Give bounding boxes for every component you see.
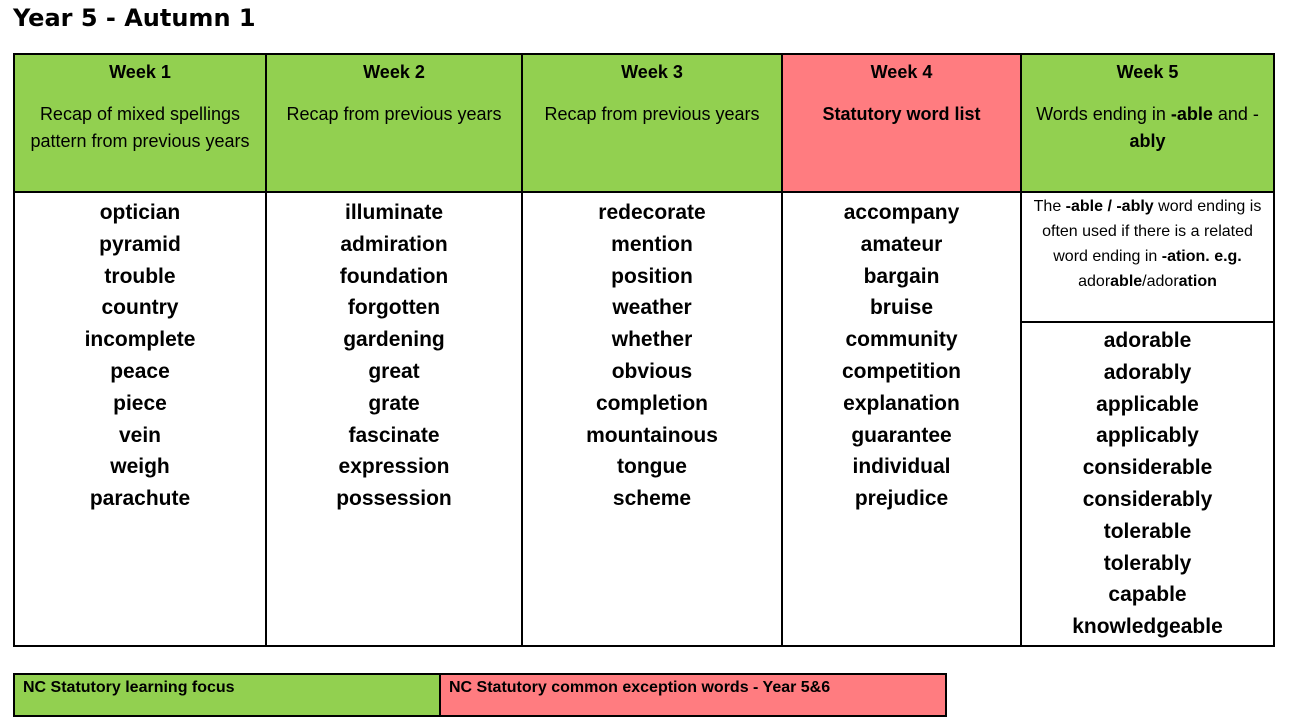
spelling-plan-table: Week 1 Recap of mixed spellings pattern … [13, 53, 1275, 647]
spelling-word: prejudice [854, 487, 949, 511]
spelling-word: redecorate [598, 201, 706, 224]
week-topic: Recap from previous years [286, 104, 502, 124]
week-2-words: illuminate admiration foundation forgotten g… [265, 191, 523, 647]
week-4-header: Week 4 Statutory word list [781, 53, 1022, 193]
week-1-words: optician pyramid trouble country incomplete p… [13, 191, 267, 647]
week-4-words: accompany amateur bargain bruise community co… [781, 191, 1022, 647]
spelling-word: applicably [1096, 424, 1199, 448]
spelling-word: great [368, 359, 420, 383]
spelling-word: foundation [339, 264, 449, 288]
rule-bold: -able / -ably [1065, 198, 1154, 215]
spelling-word: obvious [611, 359, 693, 383]
topic-suffix: ably [1129, 131, 1166, 151]
topic-text: and - [1212, 104, 1259, 124]
spelling-word: tolerable [1103, 519, 1192, 543]
colour-legend: NC Statutory learning focus NC Statutory… [13, 673, 947, 717]
rule-text: word ending is often used if there is a … [1042, 198, 1262, 265]
spelling-word: considerably [1082, 487, 1213, 511]
spelling-word: peace [110, 359, 170, 383]
spelling-word: competition [842, 359, 961, 383]
spelling-word: trouble [104, 264, 176, 288]
week-label: Week 5 [1116, 62, 1179, 82]
spelling-word: applicable [1096, 392, 1199, 416]
spelling-word: guarantee [851, 423, 952, 447]
week-2-header: Week 2 Recap from previous years [265, 53, 523, 193]
week-topic: Recap of mixed spellings pattern from pr… [30, 104, 250, 151]
spelling-word: position [611, 264, 693, 288]
week-label: Week 1 [109, 62, 171, 82]
spelling-word: scheme [612, 487, 692, 511]
week-topic-bold: Statutory word list [822, 104, 981, 124]
spelling-word: bruise [869, 296, 934, 320]
spelling-word: mention [611, 232, 693, 256]
spelling-word: explanation [843, 391, 960, 415]
rule-bold: ation [1178, 273, 1217, 290]
spelling-word: whether [611, 328, 693, 352]
week-3-header: Week 3 Recap from previous years [521, 53, 783, 193]
spelling-word: capable [1108, 583, 1187, 607]
rule-bold: -ation. e.g. [1161, 248, 1242, 265]
week-label: Week 4 [870, 62, 933, 82]
week-5-words: The -able / -ably word ending is often u… [1020, 191, 1275, 647]
week-label: Week 2 [363, 62, 425, 82]
spelling-word: tolerably [1103, 551, 1192, 575]
rule-bold: able [1110, 273, 1143, 290]
week-label: Week 3 [621, 62, 683, 82]
spelling-word: expression [338, 455, 450, 479]
word-list: optician pyramid trouble country incomplete p… [15, 193, 265, 515]
spelling-word: individual [852, 455, 951, 479]
spelling-word: gardening [343, 328, 445, 352]
topic-text: Words ending in [1036, 104, 1171, 124]
spelling-word: fascinate [348, 423, 440, 447]
word-list: redecorate mention position weather whether o… [523, 193, 781, 515]
spelling-word: weigh [110, 455, 170, 479]
spelling-word: grate [368, 391, 420, 415]
word-list: accompany amateur bargain bruise community co… [783, 193, 1020, 515]
spelling-word: community [845, 328, 958, 352]
spelling-word: weather [612, 296, 692, 320]
legend-learning-focus: NC Statutory learning focus [15, 675, 441, 715]
spelling-word: mountainous [586, 423, 718, 447]
spelling-word: incomplete [84, 328, 196, 352]
spelling-word: considerable [1082, 456, 1213, 480]
spelling-rule-note: The -able / -ably word ending is often u… [1022, 193, 1273, 323]
word-list: adorable adorably applicable applicably cons… [1022, 323, 1273, 643]
week-5-header: Week 5 Words ending in -able and - ably [1020, 53, 1275, 193]
spelling-word: bargain [863, 264, 940, 288]
legend-exception-words: NC Statutory common exception words - Ye… [441, 675, 945, 715]
spelling-word: completion [595, 391, 708, 415]
spelling-word: amateur [860, 232, 943, 256]
spelling-word: accompany [843, 201, 960, 224]
week-3-words: redecorate mention position weather whether o… [521, 191, 783, 647]
spelling-word: adorable [1103, 329, 1192, 352]
spelling-word: forgotten [347, 296, 441, 320]
page-title: Year 5 - Autumn 1 [13, 4, 256, 32]
topic-suffix: -able [1170, 104, 1213, 124]
spelling-word: parachute [89, 487, 191, 511]
week-1-header: Week 1 Recap of mixed spellings pattern … [13, 53, 267, 193]
spelling-word: pyramid [99, 232, 181, 256]
spelling-word: possession [336, 487, 452, 511]
week-topic: Words ending in -able and - ably [1022, 101, 1273, 155]
word-list: illuminate admiration foundation forgotten g… [267, 193, 521, 515]
spelling-word: admiration [340, 232, 448, 256]
week-topic: Recap from previous years [544, 104, 760, 124]
spelling-word: tongue [617, 455, 687, 479]
spelling-word: country [101, 296, 179, 320]
rule-text: The [1033, 198, 1066, 215]
spelling-word: vein [118, 423, 162, 447]
spelling-word: optician [99, 201, 181, 224]
week-topic: Statutory word list [783, 101, 1020, 128]
spelling-word: piece [113, 391, 167, 415]
rule-text: ador [1078, 273, 1111, 290]
words-row: optician pyramid trouble country incomplete p… [13, 191, 1275, 647]
spelling-word: adorably [1103, 360, 1192, 384]
spelling-word: illuminate [344, 201, 444, 224]
header-row: Week 1 Recap of mixed spellings pattern … [13, 53, 1275, 193]
spelling-word: knowledgeable [1072, 615, 1223, 639]
rule-text: /ador [1142, 273, 1179, 290]
